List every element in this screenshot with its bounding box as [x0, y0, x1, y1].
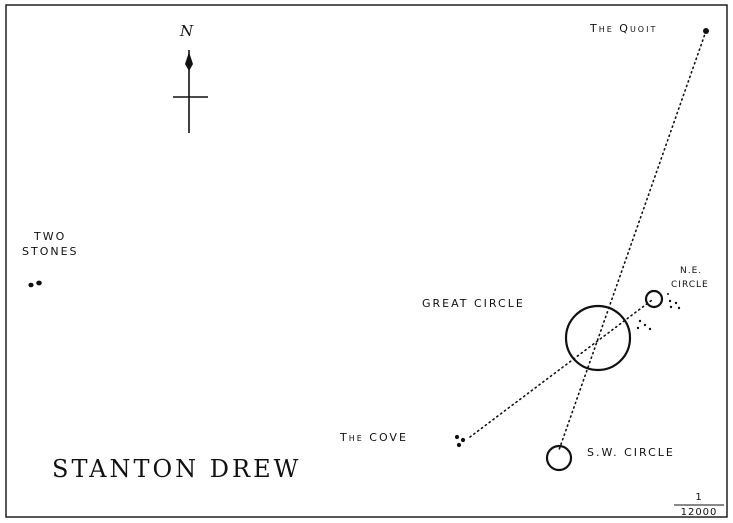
great-circle-outlier-stones	[636, 319, 652, 331]
ne-circle-label-line2: CIRCLE	[671, 280, 709, 290]
great-circle-shape	[564, 304, 632, 372]
cove-label: The COVE	[340, 431, 408, 444]
cove-stones	[454, 434, 466, 448]
alignment-line-quoit-sw	[558, 30, 707, 451]
ne-circle-label-line1: N.E.	[680, 266, 703, 276]
ne-circle-outlier-stones	[667, 293, 681, 310]
two-stones-marks	[28, 280, 42, 288]
two-stones-label-line1: TWO	[34, 230, 67, 243]
map-border	[5, 4, 728, 518]
alignment-line-cove-ne	[469, 299, 653, 438]
north-arrow-icon	[173, 50, 208, 133]
quoit-label: The Quoit	[590, 22, 658, 35]
scale-numerator: 1	[695, 492, 703, 503]
scale-denominator: 12000	[680, 507, 718, 518]
sw-circle-shape	[545, 444, 573, 472]
map-title: STANTON DREW	[52, 455, 302, 483]
sw-circle-label: S.W. CIRCLE	[587, 446, 675, 459]
great-circle-label: GREAT CIRCLE	[422, 297, 525, 310]
quoit-stone	[703, 28, 709, 34]
ne-circle-shape	[644, 289, 664, 309]
north-label: N	[180, 22, 194, 40]
two-stones-label-line2: STONES	[22, 245, 79, 258]
